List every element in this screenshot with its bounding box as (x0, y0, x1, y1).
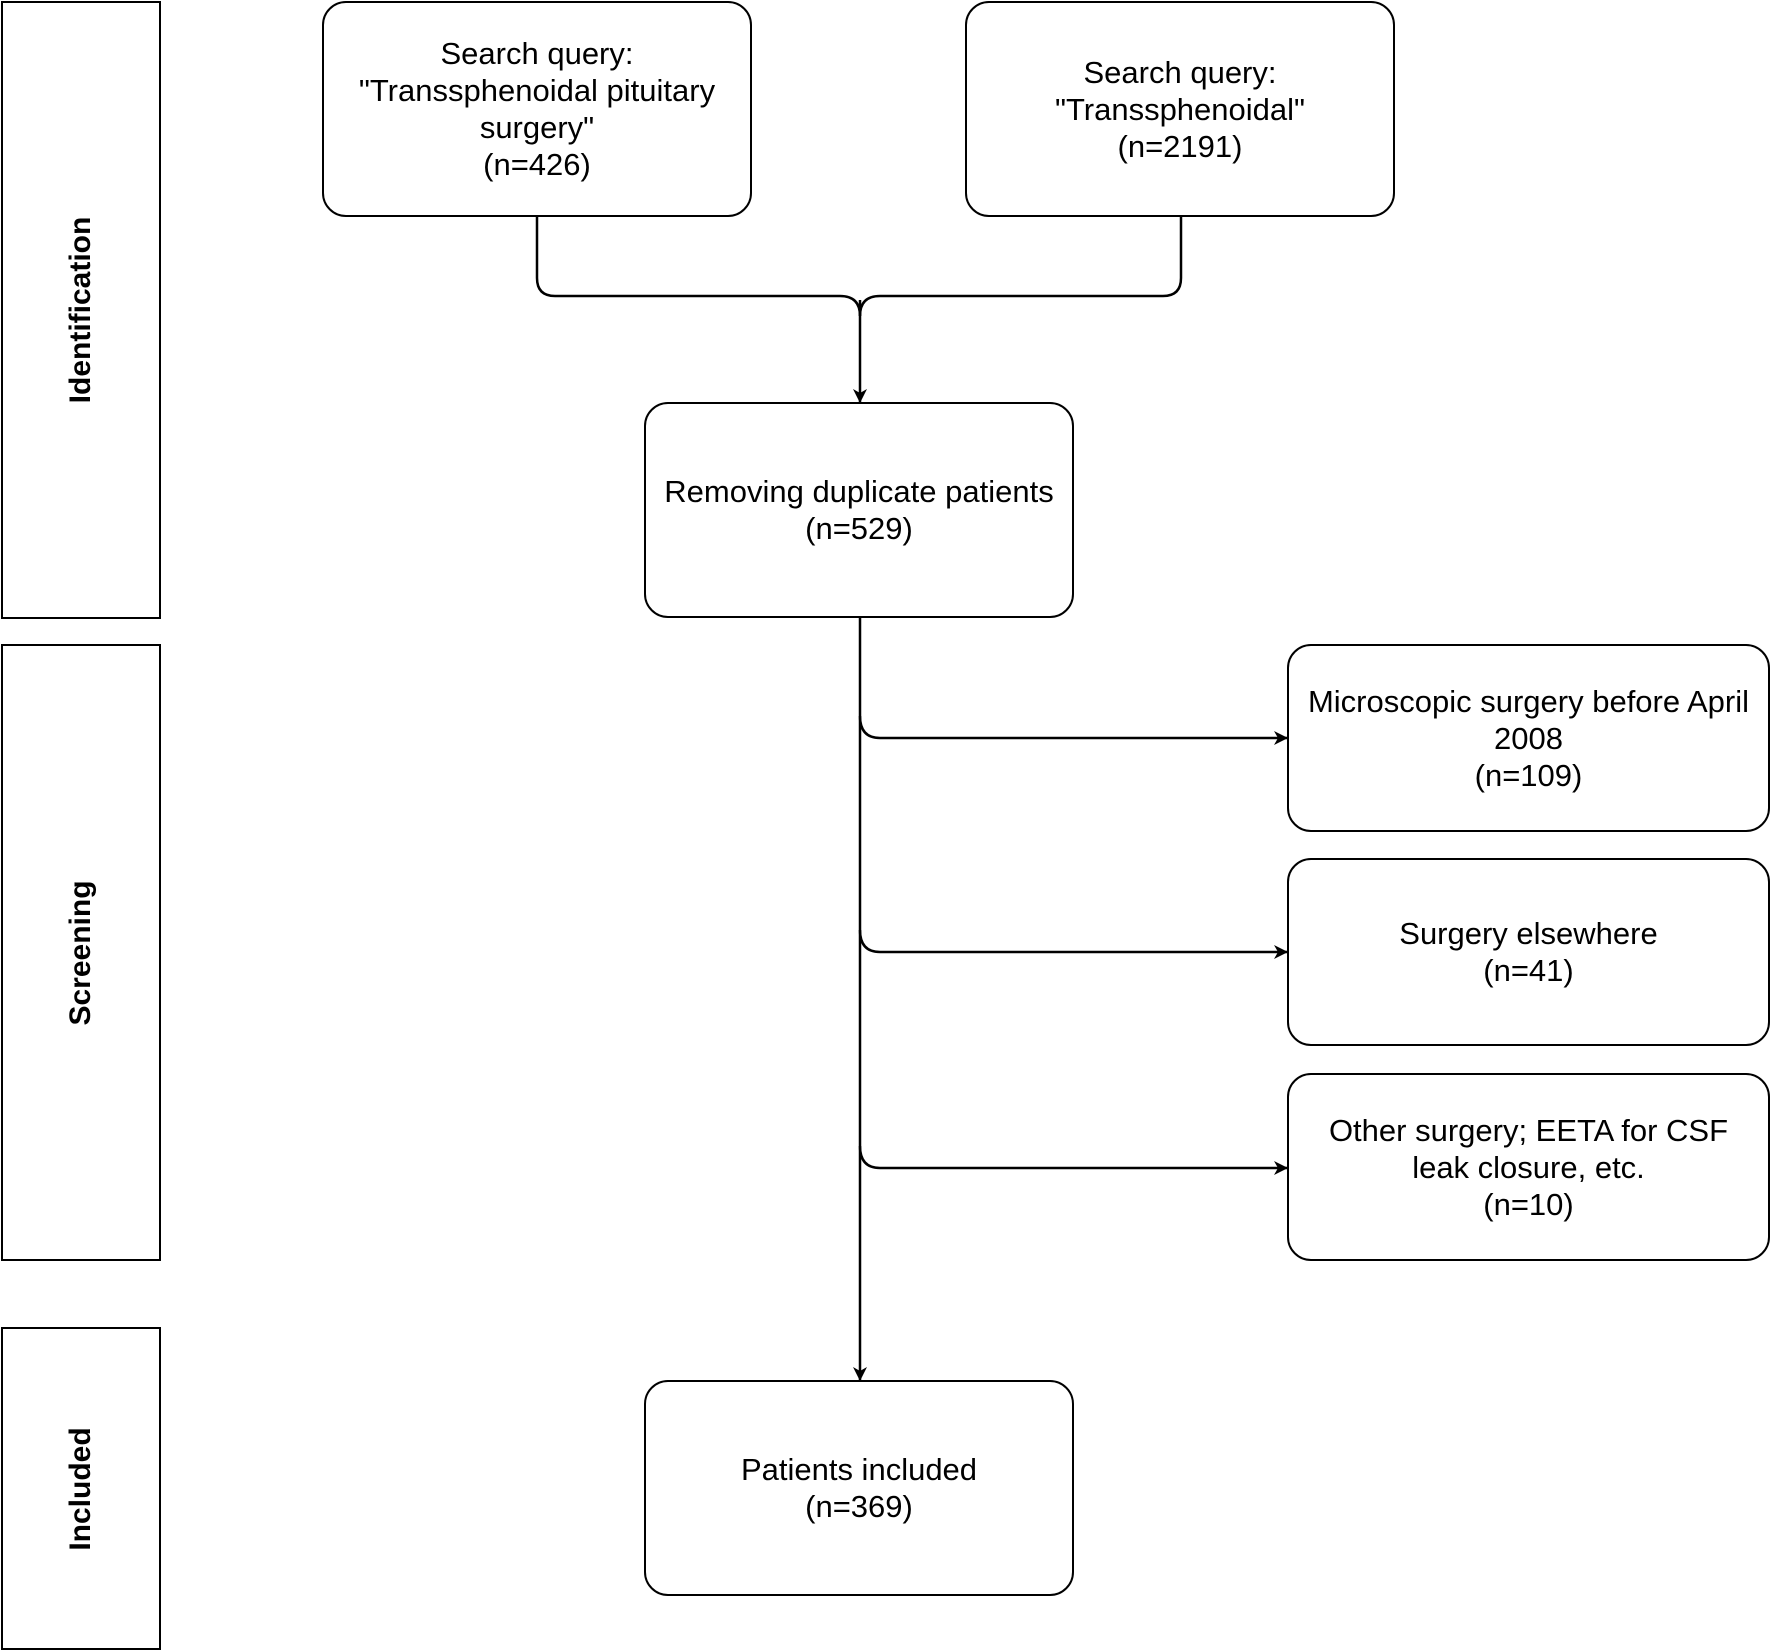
connector-query2-to-merge (858, 216, 1183, 317)
remove-duplicates-count: (n=529) (805, 511, 913, 546)
search-query-1-line: Search query: (440, 36, 634, 71)
remove-duplicates-label: Removing duplicate patients (664, 474, 1054, 509)
exclusion-other-box: Other surgery; EETA for CSF leak closure… (1287, 1073, 1770, 1261)
exclusion-microscopic-count: (n=109) (1474, 757, 1583, 793)
connector-query1-to-merge (535, 216, 862, 317)
search-query-2-count: (n=2191) (1117, 128, 1243, 164)
exclusion-microscopic-line: 2008 (1494, 720, 1563, 756)
stage-label-identification: Identification (64, 216, 97, 404)
search-query-2-box: Search query: "Transsphenoidal" (n=2191) (965, 1, 1395, 217)
exclusion-other-line: leak closure, etc. (1412, 1149, 1645, 1185)
exclusion-microscopic-line: Microscopic surgery before April (1307, 683, 1750, 719)
patients-included-count: (n=369) (805, 1489, 913, 1524)
exclusion-microscopic-box: Microscopic surgery before April 2008 (n… (1287, 644, 1770, 832)
search-query-1-line: "Transsphenoidal pituitary (358, 73, 716, 108)
search-query-1-box: Search query: "Transsphenoidal pituitary… (322, 1, 752, 217)
search-query-2-line: Search query: (1083, 54, 1277, 90)
exclusion-other-line: Other surgery; EETA for CSF (1328, 1112, 1729, 1148)
exclusion-elsewhere-box: Surgery elsewhere (n=41) (1287, 858, 1770, 1046)
search-query-2-line: "Transsphenoidal" (1054, 91, 1306, 127)
arrow-to-excl-micro (858, 715, 1288, 745)
search-query-1-line: surgery" (479, 110, 595, 145)
exclusion-elsewhere-label: Surgery elsewhere (1399, 916, 1658, 951)
arrow-to-excl-elsewhere (858, 929, 1288, 959)
stage-included: Included (1, 1327, 161, 1650)
search-query-1-count: (n=426) (483, 147, 591, 182)
arrow-to-excl-other (858, 1145, 1288, 1175)
stage-label-screening: Screening (64, 879, 97, 1026)
patients-included-label: Patients included (740, 1452, 978, 1487)
remove-duplicates-box: Removing duplicate patients (n=529) (644, 402, 1074, 618)
exclusion-other-count: (n=10) (1483, 1186, 1574, 1222)
stage-screening: Screening (1, 644, 161, 1261)
stage-label-included: Included (64, 1426, 97, 1551)
stage-identification: Identification (1, 1, 161, 619)
patients-included-box: Patients included (n=369) (644, 1380, 1074, 1596)
exclusion-elsewhere-count: (n=41) (1483, 953, 1574, 988)
